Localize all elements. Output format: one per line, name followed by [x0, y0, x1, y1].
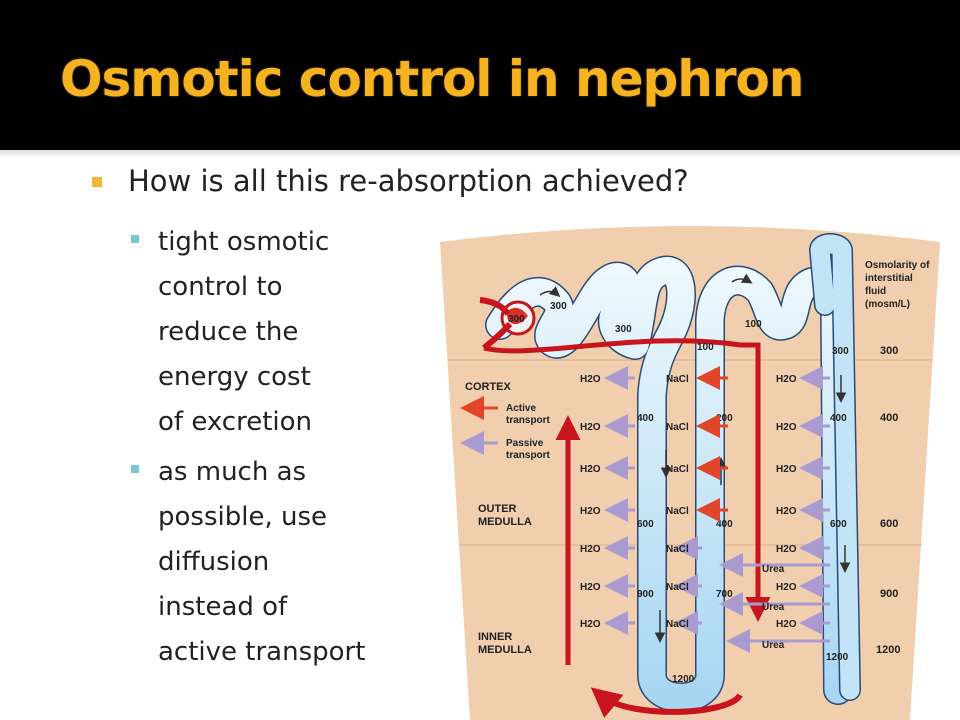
value-desc-600: 600 — [637, 519, 654, 530]
zone-inner-2: MEDULLA — [478, 644, 532, 656]
collecting-water-labels: H2O H2O H2O H2O H2O H2O H2O — [776, 374, 797, 630]
zone-outer-2: MEDULLA — [478, 516, 532, 528]
interstitial-400: 400 — [880, 412, 898, 424]
svg-text:H2O: H2O — [776, 544, 797, 555]
interstitial-300: 300 — [880, 345, 898, 357]
sub-bullet-2-text: as much as possible, use diffusion inste… — [158, 457, 366, 667]
value-pct2: 300 — [615, 324, 632, 335]
svg-text:NaCl: NaCl — [666, 582, 689, 593]
svg-text:NaCl: NaCl — [666, 422, 689, 433]
value-dct: 100 — [745, 319, 762, 330]
svg-text:H2O: H2O — [776, 422, 797, 433]
zone-inner-1: INNER — [478, 631, 512, 643]
descending-water-labels: H2O H2O H2O H2O H2O H2O H2O — [580, 374, 601, 630]
osmolarity-heading-2: interstitial — [865, 273, 913, 284]
value-cd-1200: 1200 — [826, 652, 849, 663]
value-desc-400: 400 — [637, 413, 654, 424]
flow-arrows — [539, 273, 851, 643]
value-cd-top: 300 — [832, 346, 849, 357]
sub-bullet-square-icon — [131, 465, 139, 473]
svg-text:H2O: H2O — [776, 619, 797, 630]
sub-bullet-1-text: tight osmotic control to reduce the ener… — [158, 227, 330, 437]
svg-text:NaCl: NaCl — [666, 544, 689, 555]
interstitial-600: 600 — [880, 518, 898, 530]
salt-active-arrows — [696, 366, 728, 522]
nephron-tubule — [485, 233, 861, 713]
glomerulus — [479, 297, 536, 351]
zone-outer-1: OUTER — [478, 503, 517, 515]
vasa-recta-bend — [590, 687, 743, 719]
legend-passive-1: Passive — [506, 438, 544, 449]
svg-text:H2O: H2O — [580, 544, 601, 555]
urea-arrows — [719, 553, 830, 653]
value-asc-700: 700 — [716, 589, 733, 600]
main-bullet-text: How is all this re-absorption achieved? — [128, 164, 689, 198]
nephron-diagram: CORTEX Active transport Passive transpor… — [440, 226, 940, 720]
svg-text:Urea: Urea — [762, 602, 785, 613]
vasa-recta-top — [483, 338, 771, 622]
title-bar: Osmotic control in nephron — [0, 0, 960, 150]
slide-title: Osmotic control in nephron — [60, 50, 804, 108]
svg-text:H2O: H2O — [776, 374, 797, 385]
value-asc-200: 200 — [716, 413, 733, 424]
svg-text:H2O: H2O — [776, 582, 797, 593]
value-tal-top: 100 — [697, 342, 714, 353]
svg-text:NaCl: NaCl — [666, 464, 689, 475]
svg-text:Urea: Urea — [762, 564, 785, 575]
svg-text:NaCl: NaCl — [666, 506, 689, 517]
svg-text:H2O: H2O — [580, 422, 601, 433]
salt-labels: NaCl NaCl NaCl NaCl NaCl NaCl NaCl — [666, 374, 689, 630]
svg-text:H2O: H2O — [580, 374, 601, 385]
salt-passive-arrows — [674, 536, 702, 635]
value-cd-600: 600 — [830, 519, 847, 530]
value-bend: 1200 — [672, 674, 695, 685]
zone-cortex: CORTEX — [465, 381, 512, 393]
interstitial-900: 900 — [880, 588, 898, 600]
legend-active-2: transport — [506, 415, 551, 426]
bullet-square-icon — [92, 177, 102, 187]
value-asc-400: 400 — [716, 519, 733, 530]
value-pct: 300 — [550, 301, 567, 312]
svg-text:H2O: H2O — [776, 464, 797, 475]
osmolarity-heading-4: (mosm/L) — [865, 299, 910, 310]
descending-water-arrows — [604, 366, 635, 635]
value-cd-400: 400 — [830, 413, 847, 424]
value-desc-900: 900 — [637, 589, 654, 600]
interstitial-1200: 1200 — [876, 644, 900, 656]
svg-text:H2O: H2O — [580, 619, 601, 630]
legend-passive-2: transport — [506, 450, 551, 461]
osmolarity-heading-1: Osmolarity of — [865, 260, 930, 271]
svg-text:H2O: H2O — [776, 506, 797, 517]
osmolarity-heading-3: fluid — [865, 286, 886, 297]
collecting-water-arrows — [799, 366, 830, 635]
svg-text:H2O: H2O — [580, 506, 601, 517]
sub-bullet-square-icon — [131, 235, 139, 243]
svg-text:Urea: Urea — [762, 640, 785, 651]
svg-text:H2O: H2O — [580, 582, 601, 593]
svg-text:NaCl: NaCl — [666, 374, 689, 385]
svg-text:H2O: H2O — [580, 464, 601, 475]
svg-text:NaCl: NaCl — [666, 619, 689, 630]
legend-active-1: Active — [506, 403, 536, 414]
value-glom: 300 — [508, 314, 525, 325]
urea-labels: Urea Urea Urea — [762, 564, 785, 651]
